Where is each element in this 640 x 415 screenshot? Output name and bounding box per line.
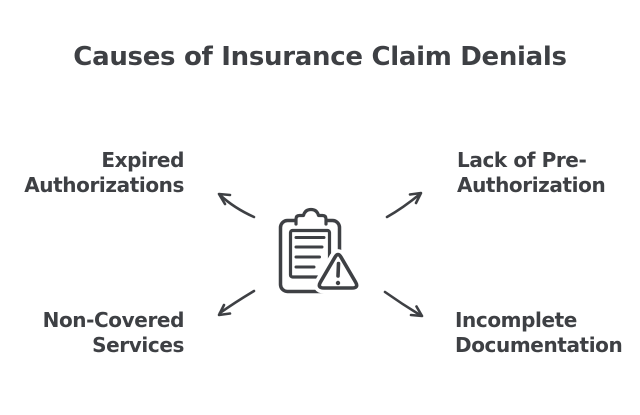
- exclamation-mark-icon: [335, 261, 341, 286]
- arrow-top-right-icon: [385, 191, 423, 219]
- clipboard-clip-icon: [296, 209, 326, 224]
- diagram-title: Causes of Insurance Claim Denials: [73, 42, 567, 72]
- node-lack-of-pre-authorization: Lack of Pre- Authorization: [457, 148, 606, 197]
- warning-triangle-icon: [317, 252, 359, 290]
- document-icon: [288, 228, 332, 279]
- arrow-top-left-icon: [217, 192, 256, 219]
- node-expired-authorizations: Expired Authorizations: [24, 148, 184, 197]
- node-non-covered-services: Non-Covered Services: [42, 308, 185, 357]
- node-incomplete-documentation: Incomplete Documentation: [455, 308, 623, 357]
- document-lines-icon: [294, 236, 326, 269]
- clipboard-warning-icon: [278, 207, 363, 294]
- arrow-bottom-right-icon: [383, 290, 424, 318]
- arrow-bottom-left-icon: [217, 289, 256, 317]
